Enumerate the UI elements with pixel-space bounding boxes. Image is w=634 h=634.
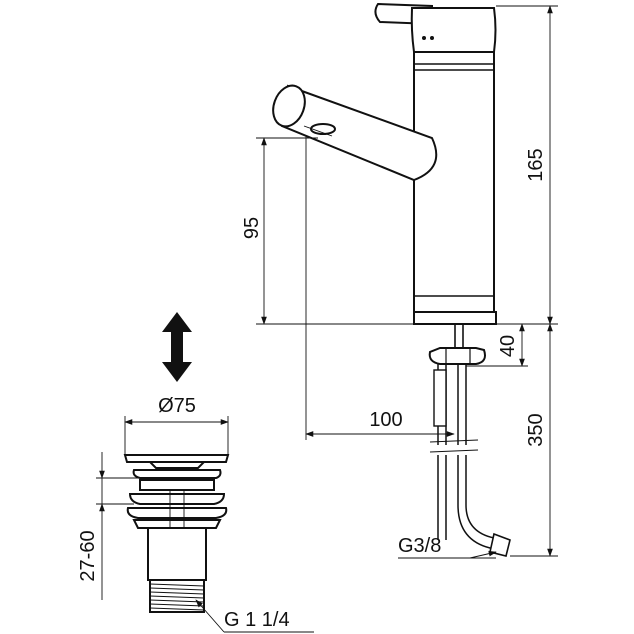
supply-hoses: [429, 364, 511, 557]
dimension-spout-height: 95: [241, 217, 263, 239]
dimension-hose-length: 350: [525, 413, 547, 446]
faucet-body: [413, 52, 495, 312]
faucet-dimensions: 165 95 40 350 100 G3/8: [241, 5, 558, 559]
dimension-waste-range: 27-60: [77, 530, 99, 581]
up-down-arrow-icon: [162, 312, 192, 382]
spout: [272, 84, 438, 182]
dimension-total-height: 165: [525, 148, 547, 181]
dimension-waste-diameter: Ø75: [158, 395, 196, 417]
label-waste-thread: G 1 1/4: [224, 609, 290, 631]
popup-waste: [123, 312, 230, 613]
label-supply-thread: G3/8: [398, 535, 441, 557]
lever-handle: [374, 2, 497, 53]
mounting-shank: [428, 324, 486, 365]
waste-dimensions: Ø75 27-60 G 1 1/4: [77, 395, 314, 633]
dimension-shank-length: 40: [497, 335, 519, 357]
dimension-spout-reach: 100: [369, 409, 402, 431]
faucet: [272, 2, 511, 557]
faucet-base: [413, 311, 497, 325]
